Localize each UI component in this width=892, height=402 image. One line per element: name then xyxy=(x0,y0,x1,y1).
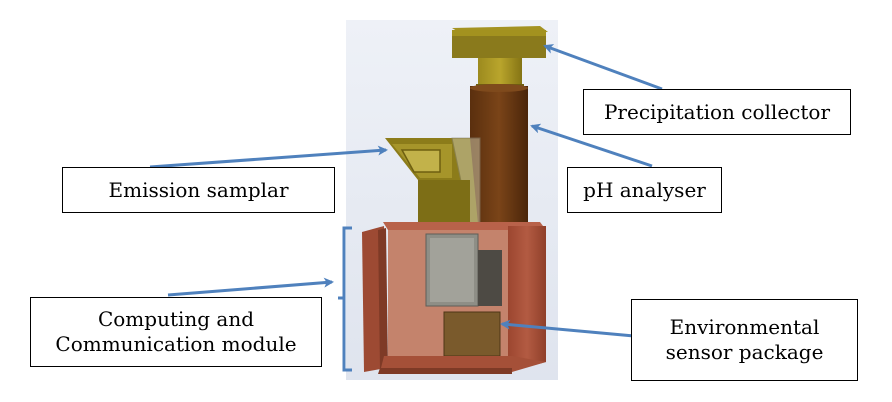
arrow-computing-module xyxy=(167,277,334,297)
label-precipitation-collector: Precipitation collector xyxy=(583,89,851,135)
label-computing-module: Computing and Communication module xyxy=(30,297,322,367)
label-ph-analyser-text: pH analyser xyxy=(583,177,706,202)
cabinet-graphic xyxy=(362,222,546,374)
label-computing-line1: Computing and xyxy=(97,307,255,331)
label-computing-line2: Communication module xyxy=(55,332,297,356)
module-bracket xyxy=(338,226,352,372)
label-precipitation-collector-text: Precipitation collector xyxy=(603,99,831,124)
arrow-precipitation-collector xyxy=(543,44,663,91)
label-ph-analyser: pH analyser xyxy=(567,167,722,213)
label-emission-samplar: Emission samplar xyxy=(62,167,335,213)
label-environmental-sensor: Environmental sensor package xyxy=(631,299,858,381)
arrow-environmental-sensor xyxy=(500,319,635,338)
arrow-ph-analyser xyxy=(530,123,653,168)
label-environmental-line1: Environmental xyxy=(669,315,820,339)
emission-samplar-graphic xyxy=(385,137,481,225)
label-emission-samplar-text: Emission samplar xyxy=(108,177,289,202)
arrow-emission-samplar xyxy=(149,145,388,169)
label-environmental-line2: sensor package xyxy=(665,340,824,364)
